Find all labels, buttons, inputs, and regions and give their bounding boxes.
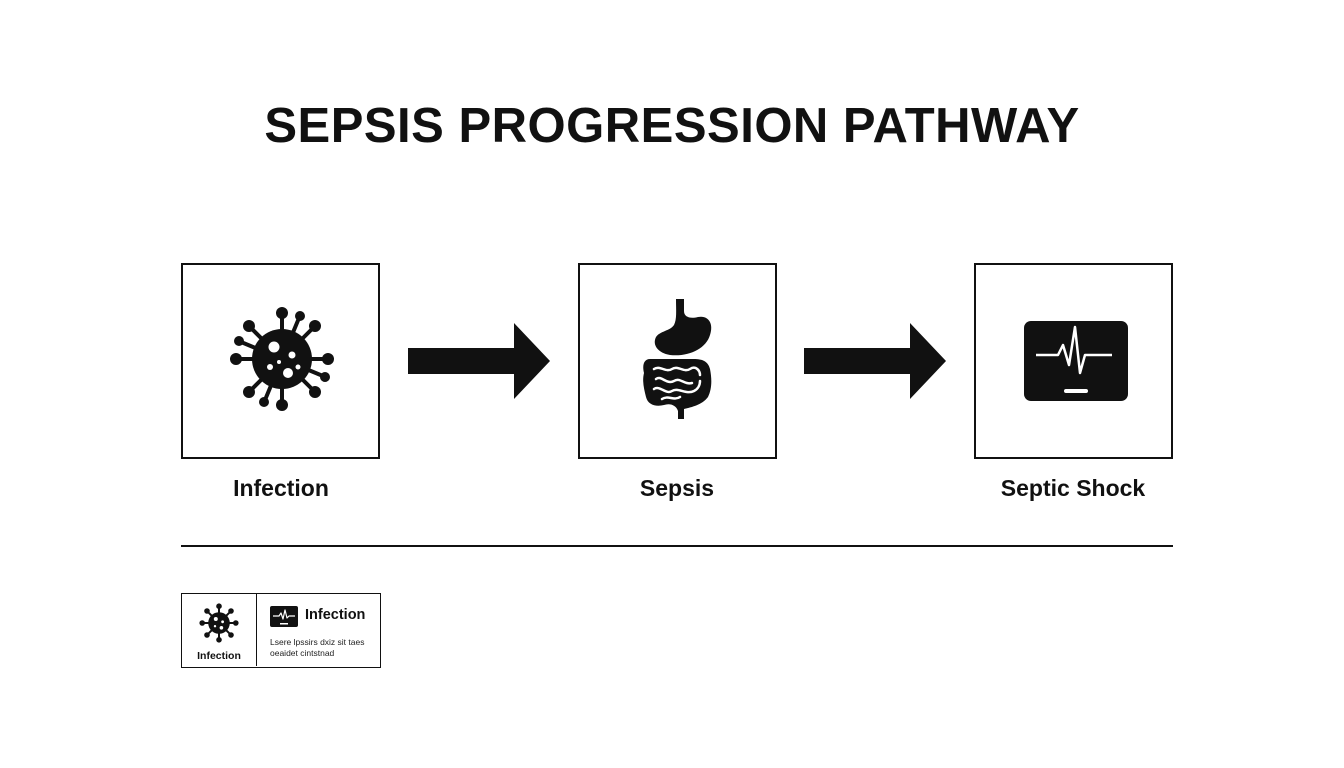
stage-sepsis-box: [578, 263, 777, 459]
virus-icon: [199, 603, 239, 643]
legend-right-title: Infection: [305, 607, 366, 623]
virus-icon: [230, 307, 334, 411]
legend-description: Lsere lpssirs dxiz sit taes oeaidet cint…: [270, 637, 378, 659]
stage-septic-shock-box: [974, 263, 1173, 459]
legend-left-label: Infection: [197, 650, 241, 662]
stage-septic-shock-label: Septic Shock: [1000, 475, 1146, 501]
stage-infection-box: [181, 263, 380, 459]
stage-sepsis-label: Sepsis: [639, 475, 715, 501]
stage-infection-label: Infection: [233, 475, 329, 501]
legend-left-cell: Infection: [182, 594, 257, 666]
arrow-right-icon: [804, 323, 946, 399]
heart-monitor-icon: [1024, 321, 1128, 401]
heart-monitor-icon: [270, 606, 298, 627]
divider: [181, 545, 1173, 547]
digestive-organs-icon: [643, 299, 712, 419]
legend-description-line: Lsere lpssirs dxiz sit taes: [270, 637, 365, 647]
legend: Infection Infection Lsere lpssirs dxiz s…: [181, 593, 381, 668]
arrow-right-icon: [408, 323, 550, 399]
page-title: SEPSIS PROGRESSION PATHWAY: [264, 99, 1080, 153]
legend-description-line: oeaidet cintstnad: [270, 648, 335, 658]
